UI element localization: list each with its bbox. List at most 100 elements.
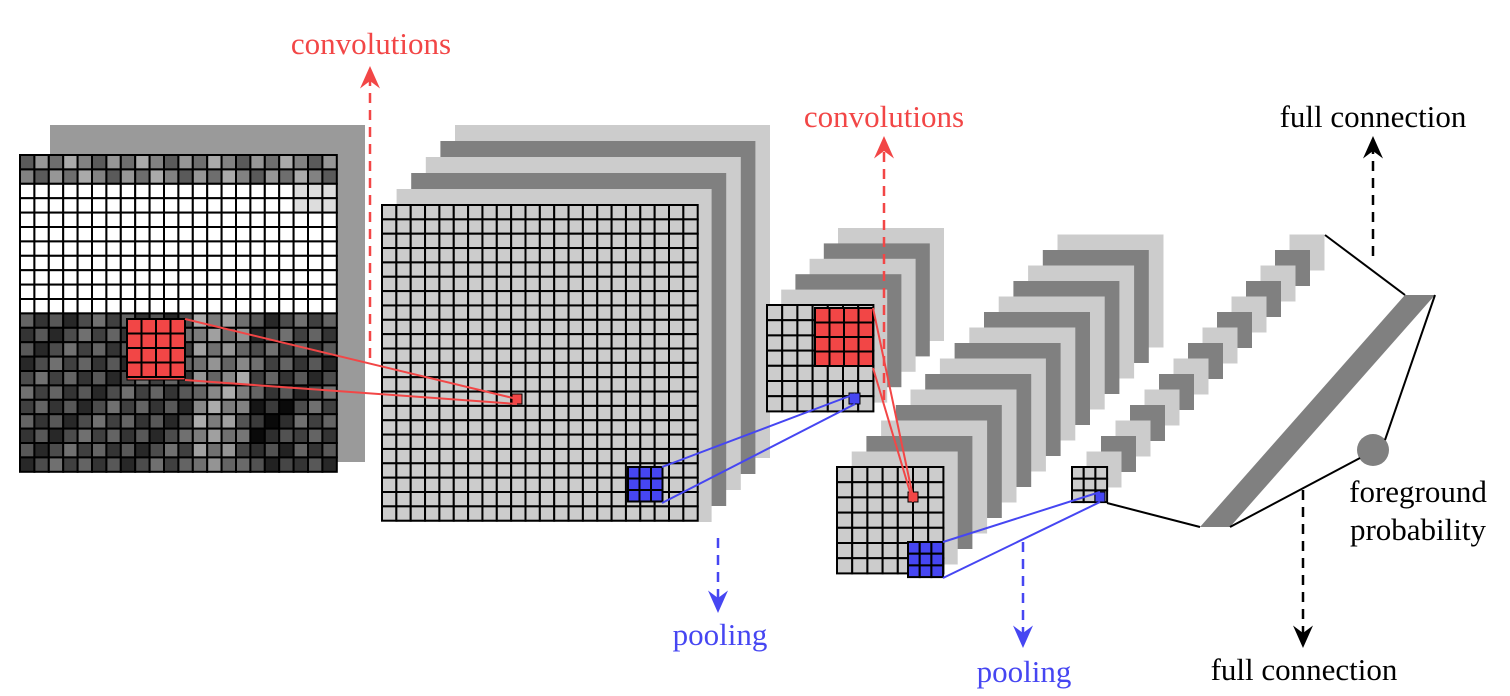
grid-cell [409,491,427,508]
grid-cell [668,505,685,522]
grid-cell [495,304,513,321]
connection-line [661,403,856,504]
grid-cell [177,211,194,229]
grid-cell [105,226,122,243]
grid-cell [930,541,945,555]
grid-cell [62,168,79,185]
grid-cell [307,442,324,459]
grid-cell [796,364,814,382]
grid-cell [220,197,238,214]
grid-cell [781,319,799,337]
grid-cell [495,447,513,465]
grid-cell [682,204,699,221]
grid-cell [409,505,427,522]
grid-cell [438,304,455,321]
grid-cell [381,261,398,278]
grid-cell [596,347,613,364]
grid-cell [624,505,642,522]
grid-cell [409,333,427,350]
grid-cell [653,390,671,407]
connection-line [872,307,914,498]
grid-cell [235,312,252,329]
grid-cell [538,476,556,493]
grid-cell [438,347,455,364]
grid-cell [639,333,656,350]
grid-cell [495,404,513,422]
grid-cell [76,370,93,387]
grid-cell [235,168,252,185]
grid-cell [278,355,295,373]
grid-cell [33,427,50,445]
grid-cell [62,298,79,315]
grid-cell [278,254,295,272]
grid-cell [409,261,427,278]
grid-cell [140,361,157,378]
grid-cell [163,154,180,171]
grid-cell [682,318,699,336]
grid-cell [481,204,498,221]
grid-cell [134,384,151,401]
grid-cell [596,491,613,508]
grid-cell [481,376,498,393]
grid-cell [91,442,108,459]
grid-cell [567,232,584,250]
connection-line [1229,457,1361,528]
grid-cell [567,491,584,508]
grid-cell [177,168,194,185]
grid-cell [105,442,122,459]
grid-cell [134,168,151,185]
grid-cell [76,413,93,430]
grid-cell [524,218,541,235]
grid-cell [481,275,498,293]
grid-cell [510,261,527,278]
grid-cell [263,298,281,315]
grid-cell [395,290,412,307]
grid-cell [47,211,65,229]
grid-cell [307,384,324,401]
grid-cell [796,395,814,413]
grid-cell [292,456,310,473]
grid-cell [495,491,513,508]
grid-cell [495,333,513,350]
grid-cell [596,247,613,264]
grid-cell [1082,466,1097,480]
grid-cell [105,413,122,430]
grid-cell [76,168,93,185]
pooling-window-2 [907,541,945,579]
grid-cell [235,269,252,286]
grid-cell [650,489,664,503]
grid-cell [668,232,685,250]
grid-cell [682,275,699,293]
grid-cell [409,390,427,407]
grid-cell [610,290,627,307]
grid-cell [438,476,455,493]
grid-cell [307,211,324,229]
grid-cell [467,491,484,508]
grid-cell [682,347,699,364]
grid-cell [467,361,484,379]
grid-cell [307,197,324,214]
grid-cell [33,154,50,171]
grid-cell [191,182,209,200]
grid-cell [567,218,584,235]
grid-cell [510,433,527,450]
grid-cell [653,447,671,465]
grid-cell [653,347,671,364]
grid-cell [307,283,324,301]
grid-cell [510,462,527,479]
grid-cell [581,275,599,293]
grid-cell [452,204,470,221]
grid-cell [119,427,137,445]
grid-cell [321,413,338,430]
grid-cell [668,218,685,235]
grid-cell [567,376,584,393]
grid-cell [206,283,223,301]
grid-cell [567,275,584,293]
grid-cell [191,355,209,373]
grid-cell [278,226,295,243]
grid-cell [148,154,166,171]
grid-cell [639,318,656,336]
grid-cell [381,447,398,465]
grid-cell [155,332,172,349]
convolutions-label-1: convolutions [291,26,451,61]
